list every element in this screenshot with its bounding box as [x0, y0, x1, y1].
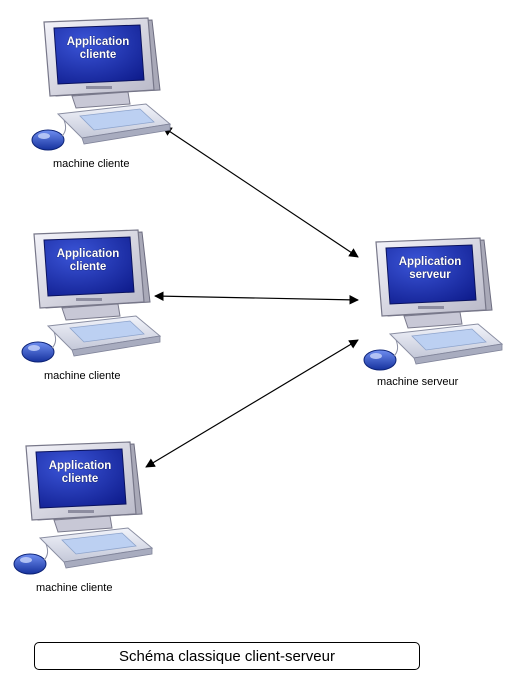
screen-line-1: Application	[66, 36, 130, 48]
screen-line-2: cliente	[61, 473, 99, 485]
screen-text: Application cliente	[48, 248, 128, 274]
screen-line-2: cliente	[69, 261, 107, 273]
client-node-1[interactable]: Application cliente machine cliente	[20, 12, 190, 187]
client-node-2[interactable]: Application cliente machine cliente	[10, 224, 180, 399]
arrow-client-3-server	[145, 339, 359, 468]
computer-icon	[2, 436, 172, 586]
server-node[interactable]: Application serveur machine serveur	[352, 232, 505, 407]
arrow-client-2-server	[154, 291, 359, 305]
screen-text: Application cliente	[58, 36, 138, 62]
node-label: machine cliente	[44, 370, 121, 382]
diagram-caption: Schéma classique client-serveur	[34, 642, 420, 670]
client-node-3[interactable]: Application cliente machine cliente	[2, 436, 172, 611]
node-label: machine serveur	[377, 376, 459, 388]
node-label: machine cliente	[53, 158, 130, 170]
screen-line-1: Application	[398, 256, 462, 268]
computer-icon	[352, 232, 505, 382]
computer-icon	[10, 224, 180, 374]
screen-text: Application cliente	[40, 460, 120, 486]
screen-line-1: Application	[56, 248, 120, 260]
arrow-client-1-server	[162, 126, 359, 258]
screen-line-2: serveur	[409, 269, 451, 281]
caption-text: Schéma classique client-serveur	[119, 647, 335, 665]
screen-line-2: cliente	[79, 49, 117, 61]
computer-icon	[20, 12, 190, 162]
node-label: machine cliente	[36, 582, 113, 594]
screen-line-1: Application	[48, 460, 112, 472]
screen-text: Application serveur	[390, 256, 470, 282]
